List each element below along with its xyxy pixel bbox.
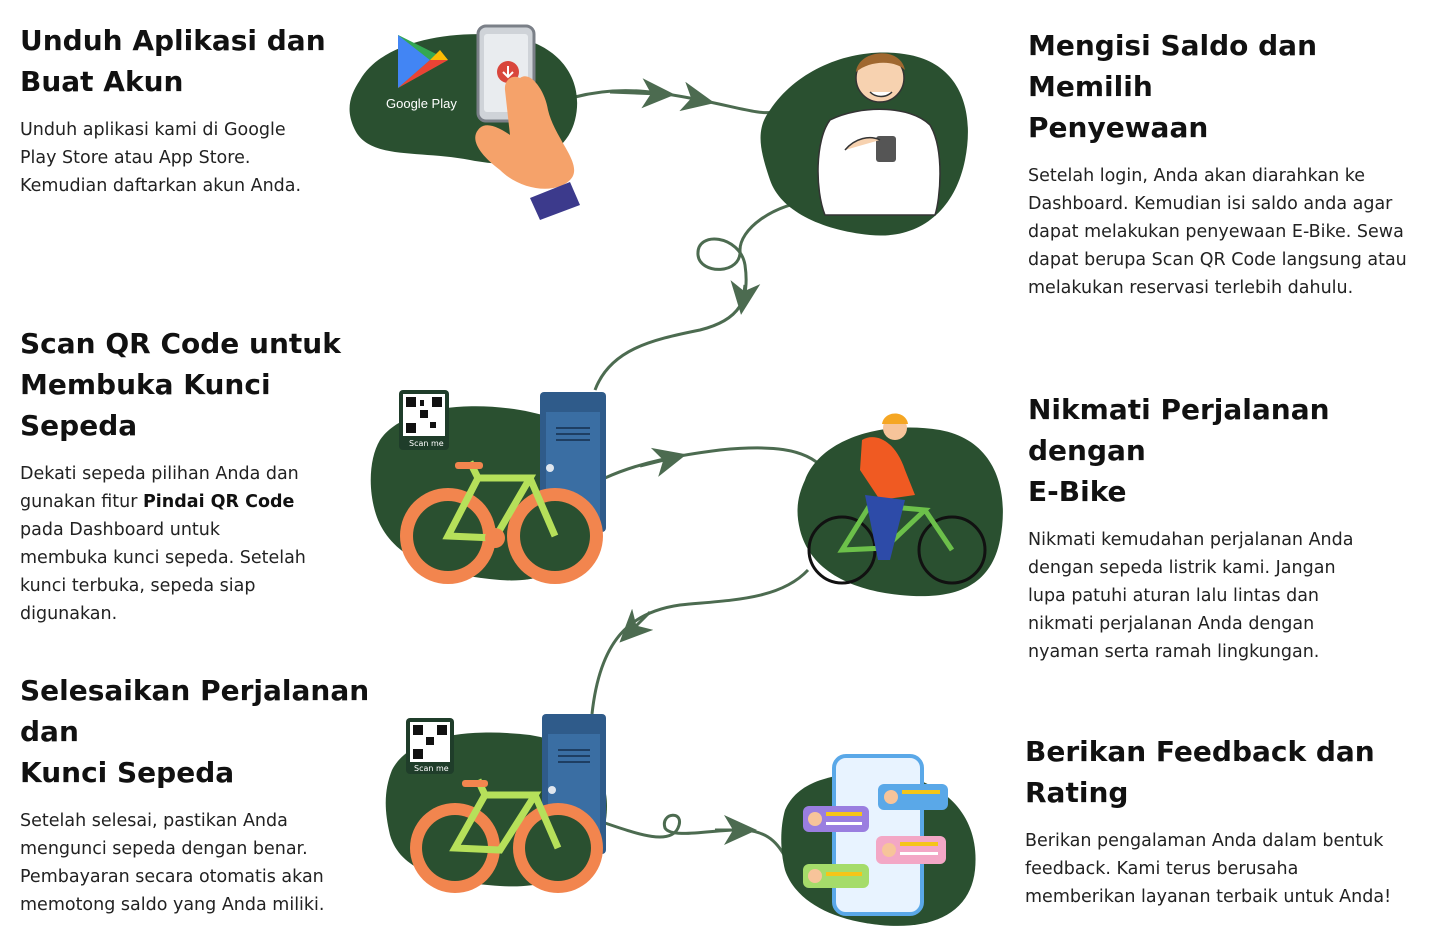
qr-code: Scan me: [399, 390, 449, 450]
illustration-lock-bike: Scan me: [385, 714, 607, 893]
review-bubble: [878, 784, 948, 810]
hand: [475, 76, 575, 189]
illustration-feedback: [781, 754, 976, 926]
e-bike: [400, 460, 603, 584]
qr-label: Scan me: [414, 764, 449, 773]
illustration-rider: [797, 413, 1003, 597]
phone: [832, 754, 924, 916]
phone: [876, 136, 896, 162]
google-play-icon: [398, 35, 448, 88]
sleeve: [530, 182, 580, 220]
helmet: [882, 413, 908, 424]
rider-legs: [865, 495, 905, 560]
connector-step5-step6: [604, 813, 792, 867]
illustration-download-app: Google Play: [349, 24, 580, 220]
illustration-scan-unlock: Scan me: [370, 390, 606, 584]
connector-step4-step5-arrowseg: [619, 608, 654, 643]
review-bubble: [803, 806, 869, 832]
hair: [856, 53, 905, 72]
connector-step3-step4-arrowseg: [639, 447, 687, 477]
flow-connectors: [574, 78, 825, 867]
connector-step2-step3: [593, 198, 816, 391]
connector-step1-step2: [574, 81, 776, 115]
connector-step4-step5: [590, 568, 810, 715]
connector-step3-step4: [604, 446, 825, 480]
e-bike: [410, 778, 603, 893]
hoodie: [817, 108, 941, 216]
connector-step2-step3-arrowseg: [730, 280, 761, 315]
google-play-label: Google Play: [386, 96, 457, 111]
connector-step1-step2-arrowseg: [609, 78, 675, 109]
illustration-man-with-phone: [760, 52, 968, 236]
review-bubble: [803, 864, 869, 888]
scan-qr-feature-name: Pindai QR Code: [142, 492, 295, 512]
qr-code: Scan me: [406, 718, 454, 774]
review-bubble: [876, 836, 946, 864]
rider-torso: [860, 437, 915, 500]
qr-label: Scan me: [409, 439, 444, 448]
